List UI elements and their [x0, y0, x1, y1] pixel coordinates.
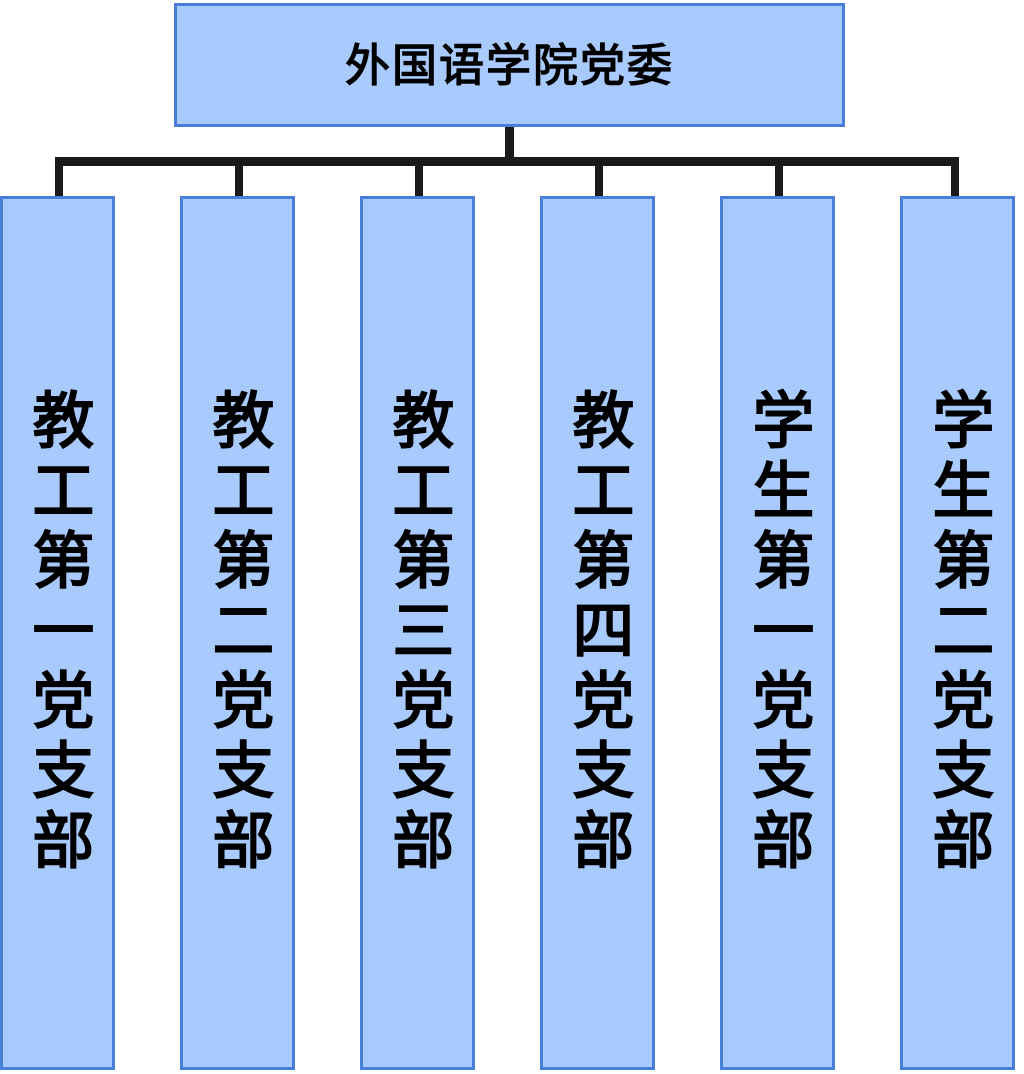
org-children-row: 教工第一党支部 教工第二党支部 教工第三党支部 教工第四党支部 学生第一党支部 …	[0, 196, 1024, 1074]
connector-drop-5	[775, 163, 783, 198]
org-node-branch-5[interactable]: 学生第一党支部	[720, 196, 835, 1070]
org-node-branch-1[interactable]: 教工第一党支部	[0, 196, 115, 1070]
org-node-branch-5-label: 学生第一党支部	[741, 388, 815, 878]
org-node-branch-3-label: 教工第三党支部	[381, 388, 455, 878]
org-node-branch-6[interactable]: 学生第二党支部	[900, 196, 1015, 1070]
org-node-branch-6-label: 学生第二党支部	[921, 388, 995, 878]
connector-drop-3	[415, 163, 423, 198]
connector-drop-4	[595, 163, 603, 198]
org-node-branch-1-label: 教工第一党支部	[21, 388, 95, 878]
connector-drop-1	[55, 163, 63, 198]
org-node-branch-3[interactable]: 教工第三党支部	[360, 196, 475, 1070]
org-node-branch-4[interactable]: 教工第四党支部	[540, 196, 655, 1070]
connector-drop-6	[951, 163, 959, 198]
org-node-branch-4-label: 教工第四党支部	[561, 388, 635, 878]
org-node-branch-2[interactable]: 教工第二党支部	[180, 196, 295, 1070]
connector-trunk	[505, 127, 514, 163]
org-node-branch-2-label: 教工第二党支部	[201, 388, 275, 878]
connector-horizontal-bus	[55, 157, 959, 166]
org-node-root[interactable]: 外国语学院党委	[174, 3, 845, 127]
connector-drop-2	[235, 163, 243, 198]
org-node-root-label: 外国语学院党委	[344, 38, 674, 92]
